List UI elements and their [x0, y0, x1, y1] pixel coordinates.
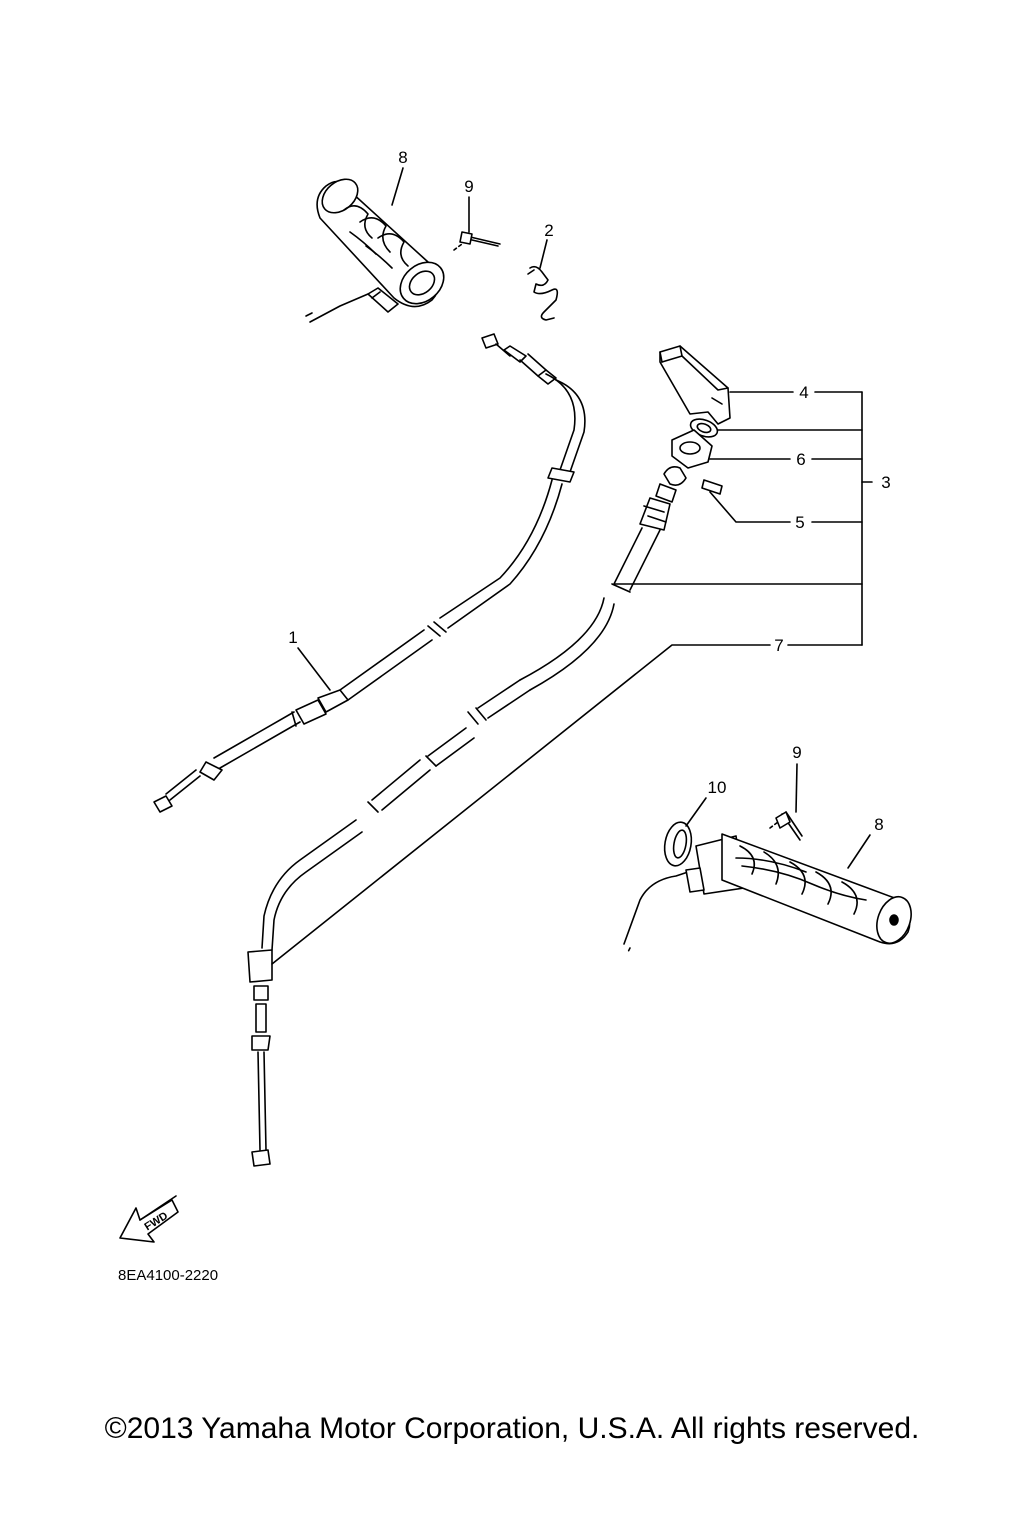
right-handlebar-grip: [623, 833, 912, 953]
callout-3: 3: [881, 473, 890, 492]
callout-4: 4: [799, 383, 808, 402]
diagram-code: 8EA4100-2220: [118, 1267, 218, 1284]
throttle-cable-7: [247, 466, 771, 1167]
callout-7: 7: [774, 636, 783, 655]
cable-bracket: [659, 345, 863, 425]
adjuster-nut: [671, 429, 863, 469]
copyright-notice: ©2013 Yamaha Motor Corporation, U.S.A. A…: [104, 1412, 920, 1445]
exploded-parts-diagram: FWD 8 9 2 4 6 3 5 7 1 9 10 8 8EA4100-222…: [118, 148, 912, 1284]
grip-collar: [663, 797, 707, 867]
cable-pin: [701, 479, 863, 523]
grip-screw-top: [453, 196, 501, 251]
callout-9-left: 9: [464, 177, 473, 196]
grip-screw-right: [769, 763, 803, 841]
callout-10: 10: [708, 778, 727, 797]
callout-2: 2: [544, 221, 553, 240]
callout-1: 1: [288, 628, 297, 647]
forward-direction-arrow: FWD: [119, 1195, 179, 1243]
callout-9-right: 9: [792, 743, 801, 762]
spring-clip: [527, 239, 559, 321]
group-bracket-3: [613, 391, 873, 646]
callout-8-left: 8: [398, 148, 407, 167]
callout-8-right: 8: [874, 815, 883, 834]
callout-5: 5: [795, 513, 804, 532]
callout-6: 6: [796, 450, 805, 469]
throttle-cable-1: [153, 333, 586, 813]
left-handlebar-grip: [305, 178, 445, 323]
